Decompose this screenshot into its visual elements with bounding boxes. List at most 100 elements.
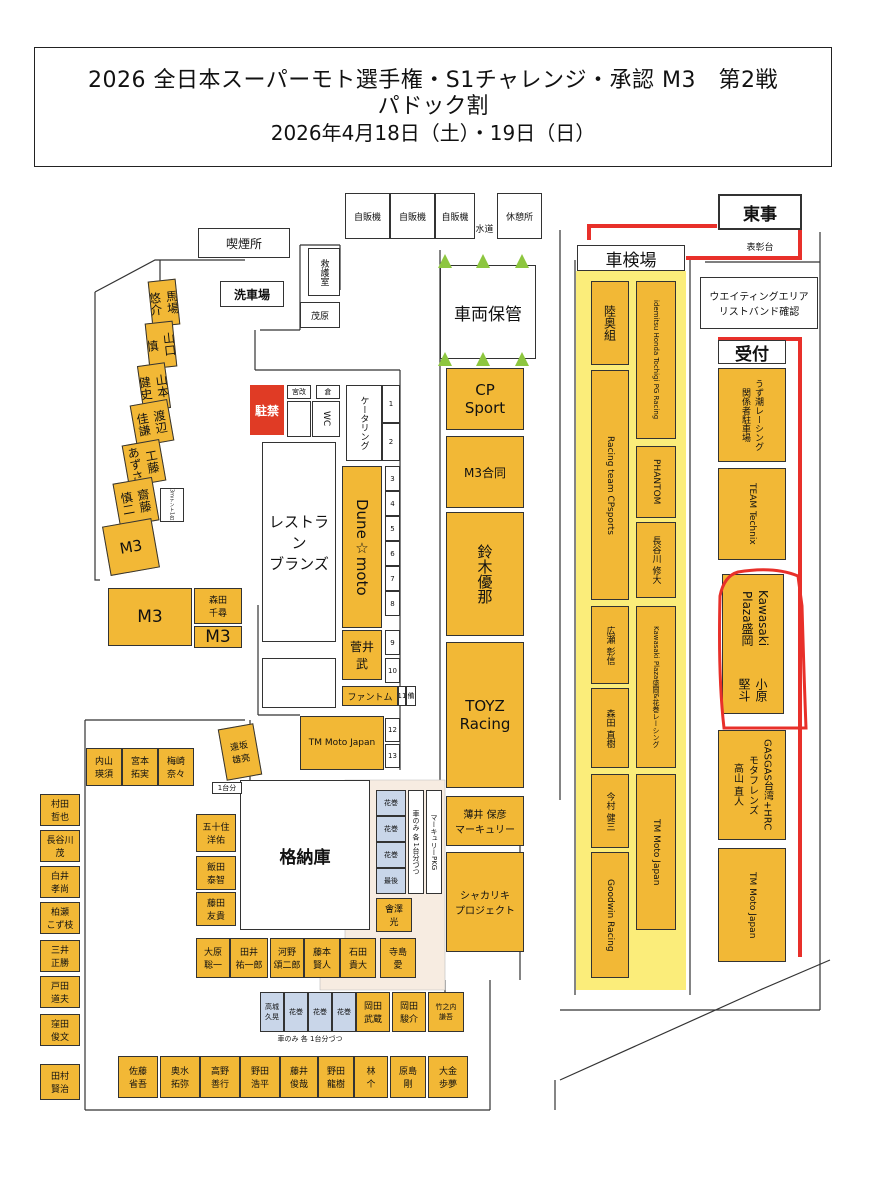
spot-morita-chihiro: 森田 千尋	[194, 588, 242, 624]
inspection-area: 車検場	[577, 245, 685, 271]
spot-racing-team-cp: Racing team CPsports	[591, 370, 629, 600]
spot-uzushio: うず潮レーシング 関係者駐車場	[718, 368, 786, 462]
red-line-right1	[798, 208, 802, 258]
title-line1: 2026 全日本スーパーモト選手権・S1チャレンジ・承認 M3 第2戦	[88, 68, 778, 93]
red-line-right3	[798, 337, 802, 957]
spot-suzuki: 鈴木優那	[446, 512, 524, 636]
tree-icons	[438, 254, 529, 366]
spot-harashima: 原島 剛	[390, 1056, 426, 1098]
spot-aizawa: 會澤 光	[376, 898, 412, 932]
spot-shirai: 白井 孝尚	[40, 866, 80, 898]
spot-hanamaki-3: 花巻	[376, 842, 406, 868]
spot-kawasaki-hana: Kawasaki Plaza盛岡&花巻レーシング	[636, 606, 676, 768]
spot-tamura: 田村 賢治	[40, 1064, 80, 1100]
spot-terashima: 寺島 愛	[380, 938, 416, 978]
spot-tm-moto-1: TM Moto Japan	[300, 716, 384, 770]
spot-fujii: 藤井 俊哉	[280, 1056, 318, 1098]
slot-num-13: 13	[385, 744, 400, 768]
medical-room: 救護室	[308, 248, 340, 296]
spot-takano: 高野 善行	[200, 1056, 240, 1098]
chabara: 茂原	[300, 302, 340, 328]
spot-ishida: 石田 貴大	[340, 938, 376, 978]
photo-stand: 表彰台	[746, 242, 774, 253]
spot-umezaki: 梅崎 奈々	[158, 748, 194, 786]
tojiki-box: 東事	[718, 194, 802, 230]
spot-takenouchi: 竹之内 謙吾	[428, 992, 464, 1032]
spot-morita-naoki: 森田 直樹	[591, 688, 629, 768]
spot-fujita: 藤田 友貴	[196, 892, 236, 926]
storage-building: 格納庫	[240, 780, 370, 930]
spot-m3-c: M3	[194, 626, 242, 648]
spot-uchiyama: 内山 瑛須	[86, 748, 122, 786]
slot-num-12: 12	[385, 718, 400, 742]
sake-box: 倉	[316, 385, 340, 399]
red-line-top	[587, 224, 717, 228]
catering: ケータリング	[346, 385, 382, 461]
water: 水道	[475, 224, 494, 235]
slot-num-3: 3	[385, 466, 400, 491]
restroom: WC	[312, 401, 340, 437]
kohara-label: 小原 堅斗	[737, 678, 768, 714]
restaurant-brands: レストラン ブランズ	[262, 442, 336, 642]
spot-okada-musashi: 岡田 武蔵	[356, 992, 390, 1032]
red-circle-highlight	[718, 568, 808, 730]
small-note-box: 3mテント1台	[160, 488, 184, 522]
spot-takashiro: 高城 久晃	[260, 992, 284, 1032]
spot-tai: 田井 祐一郎	[230, 938, 268, 978]
spot-phantom: PHANTOM	[636, 446, 676, 518]
slot-num-1: 1	[382, 385, 400, 423]
smoking-area: 喫煙所	[198, 228, 290, 258]
hanamaki-note-2: 車のみ 各 1台分づつ	[277, 1035, 343, 1043]
spot-hanamaki-c: 花巻	[332, 992, 356, 1032]
spot-gasgas: GASGAS台湾+HRC モタフレンズ 高山 直人	[718, 730, 786, 840]
spot-okada-shunsuke: 岡田 駿介	[392, 992, 426, 1032]
kahira-box: 宮改	[287, 385, 311, 399]
first-row-note: 1台分	[212, 782, 242, 794]
spot-cp-sport: CP Sport	[446, 368, 524, 430]
spot-noda-kohei: 野田 浩平	[240, 1056, 280, 1098]
spot-rikuou: 陸奥組	[591, 281, 629, 365]
slot-num-9: 9	[385, 630, 400, 655]
spot-hanamaki-1: 花巻	[376, 790, 406, 816]
spot-ohara: 大原 聡一	[196, 938, 230, 978]
spot-fujimoto: 藤本 賢人	[304, 938, 340, 978]
slot-num-10: 10	[385, 658, 400, 683]
waiting-area: ウエイティングエリア リストバンド確認	[700, 277, 818, 329]
rest-area: 休憩所	[497, 193, 542, 239]
spot-hasegawa-shigeru: 長谷川 茂	[40, 830, 80, 862]
spot-technix: TEAM Technix	[718, 468, 786, 560]
spot-isozumi: 五十住 洋佑	[196, 814, 236, 852]
spot-kono: 河野 頌二郎	[270, 938, 304, 978]
spot-hanamaki-b: 花巻	[308, 992, 332, 1032]
vending-3: 自販機	[435, 193, 475, 239]
small-box-a	[262, 658, 336, 708]
no-parking-box: 駐禁	[250, 385, 284, 435]
spot-shakariki: シャカリキ プロジェクト	[446, 852, 524, 952]
spot-idemitsu: idemitsu Honda Tochigi PG Racing	[636, 281, 676, 439]
slot-num-2: 2	[382, 423, 400, 461]
spot-hayashi: 林 个	[354, 1056, 388, 1098]
car-wash: 洗車場	[220, 281, 284, 307]
slot-num-8: 8	[385, 591, 400, 616]
spot-kaki: 最後	[376, 868, 406, 894]
spot-phantom-small: ファントム	[342, 686, 398, 706]
spot-usui: 薄井 保彦 マーキュリー	[446, 796, 524, 846]
spot-murata: 村田 哲也	[40, 794, 80, 826]
storage-box-1	[287, 401, 311, 437]
spot-tm-moto-3: TM Moto Japan	[718, 848, 786, 962]
spot-goodwin: Goodwin Racing	[591, 852, 629, 978]
spot-dune-moto: Dune☆moto	[342, 466, 382, 628]
slot-num-5: 5	[385, 516, 400, 541]
spot-hasegawa: 長谷川 修大	[636, 522, 676, 598]
kawasaki-label: Kawasaki Plaza盛岡	[740, 590, 770, 647]
vending-1: 自販機	[345, 193, 390, 239]
title-line3: 2026年4月18日（土）・19日（日）	[270, 120, 596, 145]
spot-baba: 馬場 悠介	[147, 278, 181, 328]
spot-miyamoto: 宮本 拓実	[122, 748, 158, 786]
spot-mitsui: 三井 正勝	[40, 940, 80, 972]
vending-2: 自販機	[390, 193, 435, 239]
spot-m3-godo: M3合同	[446, 436, 524, 508]
spot-toda: 戸田 道夫	[40, 976, 80, 1008]
hanamaki-note: 車のみ 各 1台分づつ	[408, 790, 424, 894]
